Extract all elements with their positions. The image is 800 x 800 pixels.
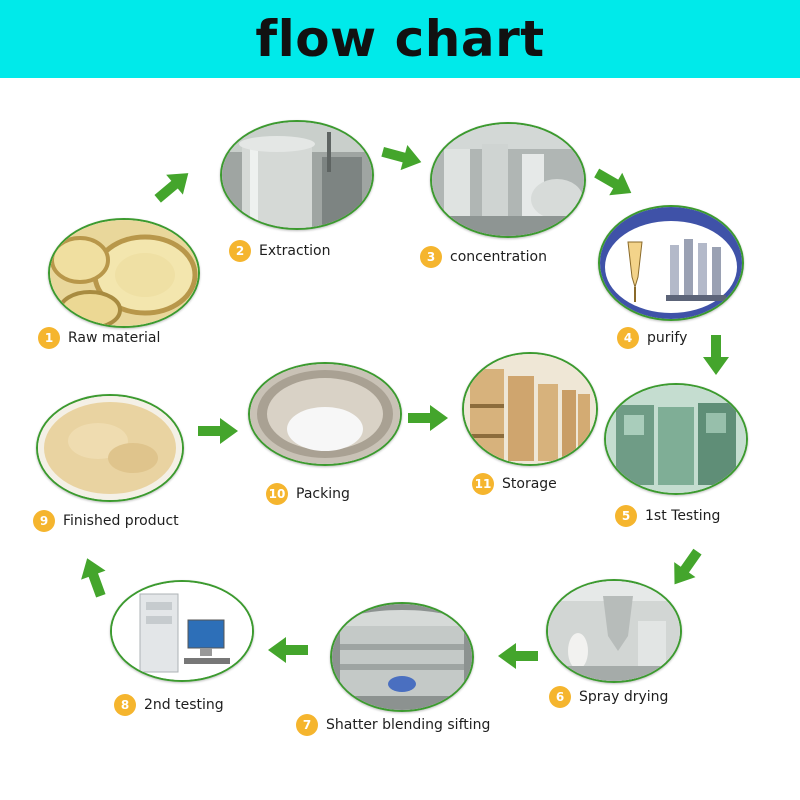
step-5-label: 5 1st Testing [615,503,720,529]
step-number-badge: 5 [615,505,637,527]
step-name: Raw material [68,330,161,346]
step-name: Packing [296,486,350,502]
step-10-label: 10 Packing [266,481,350,507]
step-number-badge: 7 [296,714,318,736]
step-number-badge: 10 [266,483,288,505]
step-8-label: 8 2nd testing [114,692,224,718]
step-name: purify [647,330,688,346]
step-name: Shatter blending sifting [326,717,491,733]
photo-storage [462,352,598,466]
photo-extraction [220,120,374,230]
step-number-badge: 4 [617,327,639,349]
step-name: Extraction [259,243,331,259]
photo-finished-product [36,394,184,502]
photo-1st-testing [604,383,748,495]
step-name: 2nd testing [144,697,224,713]
step-4-label: 4 purify [617,325,687,351]
step-number-badge: 1 [38,327,60,349]
step-name: concentration [450,249,547,265]
step-name: Spray drying [579,689,669,705]
header-banner [0,0,800,78]
step-number-badge: 9 [33,510,55,532]
photo-shatter-blending-sifting [330,602,474,712]
photo-concentration [430,122,586,238]
step-7-label: 7 Shatter blending sifting [296,712,490,738]
photo-2nd-testing [110,580,254,682]
step-name: Storage [502,476,557,492]
step-1-label: 1 Raw material [38,325,160,351]
photo-raw-material [48,218,200,328]
page-title: flow chart [255,10,545,68]
photo-packing [248,362,402,466]
step-11-label: 11 Storage [472,471,557,497]
step-number-badge: 6 [549,686,571,708]
step-number-badge: 8 [114,694,136,716]
step-name: Finished product [63,513,179,529]
step-9-label: 9 Finished product [33,508,179,534]
step-6-label: 6 Spray drying [549,684,668,710]
step-name: 1st Testing [645,508,721,524]
photo-purify [598,205,744,321]
step-number-badge: 2 [229,240,251,262]
photo-spray-drying [546,579,682,683]
step-number-badge: 11 [472,473,494,495]
step-2-label: 2 Extraction [229,238,330,264]
step-3-label: 3 concentration [420,244,547,270]
step-number-badge: 3 [420,246,442,268]
